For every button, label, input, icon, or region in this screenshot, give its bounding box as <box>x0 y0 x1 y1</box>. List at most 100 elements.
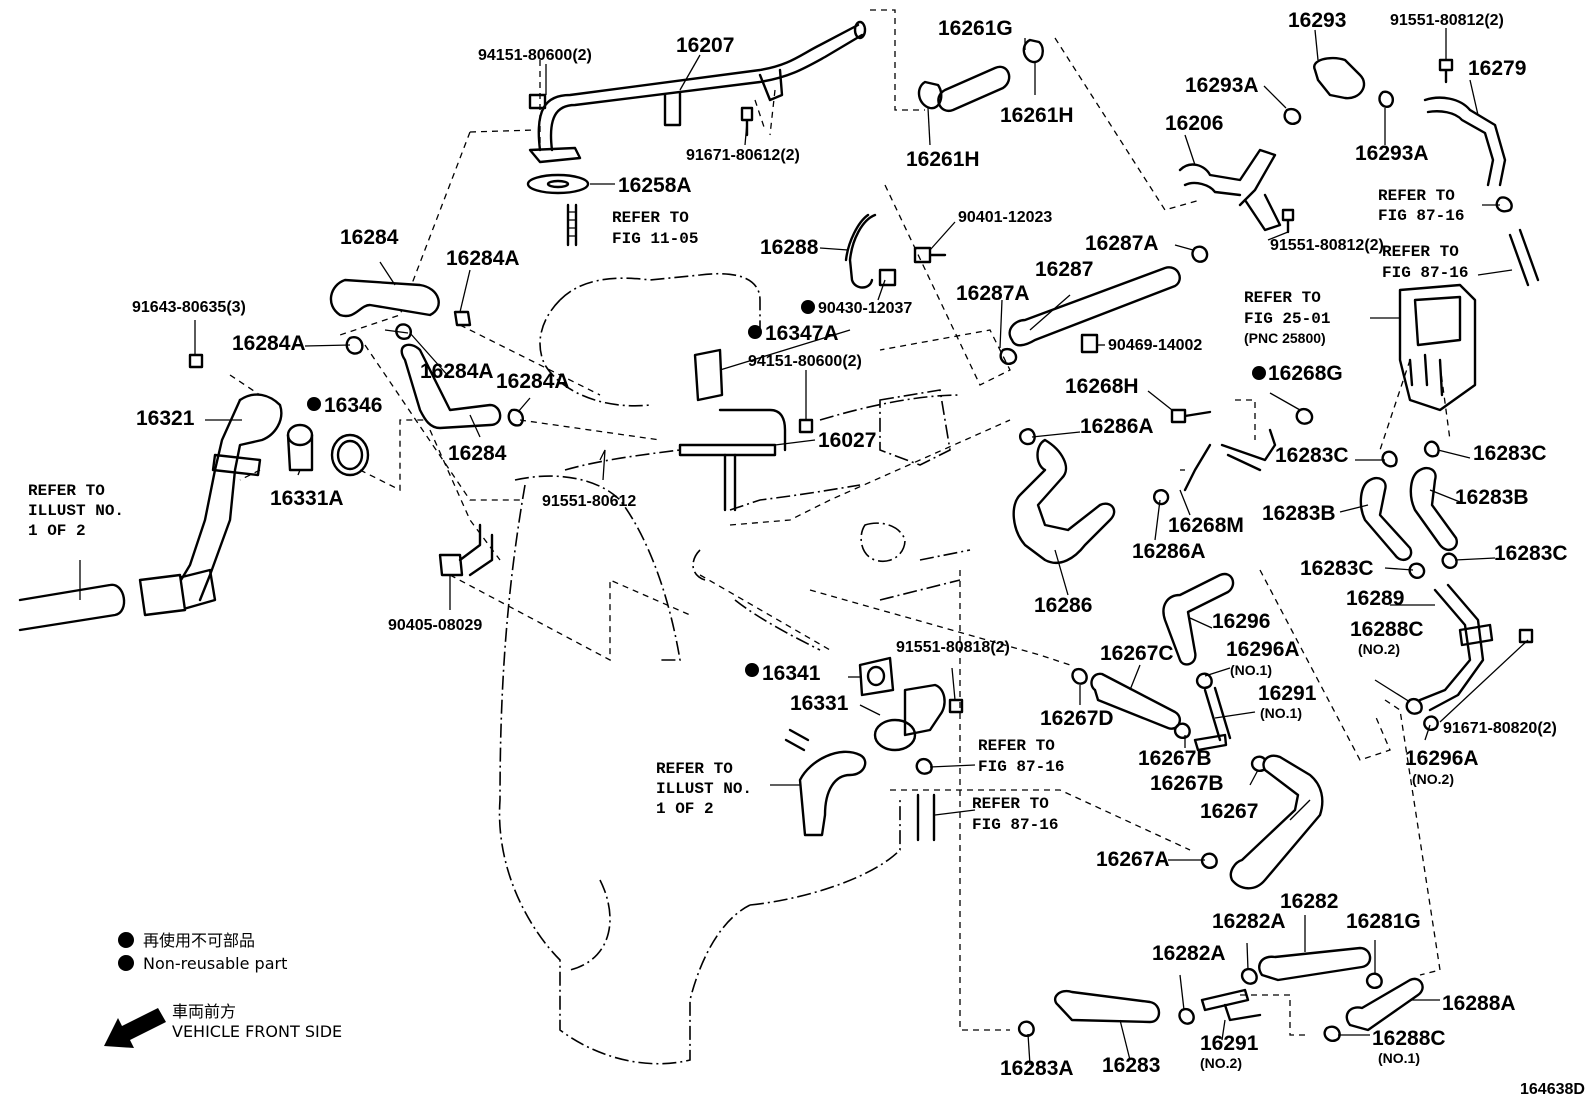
label-16284A-top: 16284A <box>446 247 520 270</box>
label-16258A: 16258A <box>618 174 692 197</box>
label-16347A: 16347A <box>765 322 839 345</box>
front-arrow-icon <box>104 1008 166 1048</box>
refer-illust-left-line2: ILLUST NO. <box>28 502 124 520</box>
label-16331A: 16331A <box>270 487 344 510</box>
label-no1-16291: (NO.1) <box>1260 705 1302 721</box>
part-labels: 16207 94151-80600(2) 91671-80612(2) 1625… <box>28 9 1585 1098</box>
label-91551-80818: 91551-80818(2) <box>896 639 1010 656</box>
label-16283B-left: 16283B <box>1262 502 1336 525</box>
label-16287: 16287 <box>1035 258 1093 281</box>
refer-fig-87-16-d-line2: FIG 87-16 <box>972 816 1058 834</box>
refer-fig-11-05-line2: FIG 11-05 <box>612 230 698 248</box>
label-94151-80600-top: 94151-80600(2) <box>478 47 592 64</box>
refer-fig-11-05-line1: REFER TO <box>612 209 689 227</box>
label-16283B-right: 16283B <box>1455 486 1529 509</box>
label-16267C: 16267C <box>1100 642 1174 665</box>
label-16321: 16321 <box>136 407 195 430</box>
label-16287A-left: 16287A <box>956 282 1030 305</box>
label-16267: 16267 <box>1200 800 1258 823</box>
refer-fig-87-16-c-line1: REFER TO <box>978 737 1055 755</box>
label-16283C-upper-right: 16283C <box>1473 442 1547 465</box>
direction-text-jp: 車両前方 <box>172 1002 236 1021</box>
label-16288C-no1: 16288C <box>1372 1027 1446 1050</box>
refer-fig-87-16-d-line1: REFER TO <box>972 795 1049 813</box>
label-16284-upper: 16284 <box>340 226 399 249</box>
refer-illust-right-line2: ILLUST NO. <box>656 780 752 798</box>
label-16261G: 16261G <box>938 17 1013 40</box>
label-16283: 16283 <box>1102 1054 1160 1077</box>
label-16288A: 16288A <box>1442 992 1516 1015</box>
label-16281G: 16281G <box>1346 910 1421 933</box>
label-no1-16288C: (NO.1) <box>1378 1050 1420 1066</box>
label-16268G: 16268G <box>1268 362 1343 385</box>
label-16207: 16207 <box>676 34 734 57</box>
label-90401-12023: 90401-12023 <box>958 209 1052 226</box>
label-94151-80600-mid: 94151-80600(2) <box>748 353 862 370</box>
label-16296A-no1: 16296A <box>1226 638 1300 661</box>
label-16284A-right: 16284A <box>496 370 570 393</box>
label-16284A-left: 16284A <box>232 332 306 355</box>
label-16284-lower: 16284 <box>448 442 507 465</box>
label-91551-80612: 91551-80612 <box>542 493 636 510</box>
label-16293A-upper: 16293A <box>1185 74 1259 97</box>
label-16283C-lower-left: 16283C <box>1300 557 1374 580</box>
label-16286: 16286 <box>1034 594 1092 617</box>
label-90405-08029: 90405-08029 <box>388 617 482 634</box>
label-16288: 16288 <box>760 236 819 259</box>
label-16341: 16341 <box>762 662 821 685</box>
refer-fig-87-16-c-line2: FIG 87-16 <box>978 758 1064 776</box>
refer-fig-87-16-b-line1: REFER TO <box>1382 243 1459 261</box>
label-16291-no2: 16291 <box>1200 1032 1259 1055</box>
label-16283C-upper-left: 16283C <box>1275 444 1349 467</box>
label-16206: 16206 <box>1165 112 1223 135</box>
label-16291-no1: 16291 <box>1258 682 1317 705</box>
label-16267A: 16267A <box>1096 848 1170 871</box>
refer-fig-25-01-line2: FIG 25-01 <box>1244 310 1330 328</box>
pipe-16207 <box>537 23 860 152</box>
label-16027: 16027 <box>818 429 876 452</box>
label-16267B-lower: 16267B <box>1150 772 1224 795</box>
label-16282A-upper: 16282A <box>1212 910 1286 933</box>
label-16284A-mid: 16284A <box>420 360 494 383</box>
label-16296A-no2: 16296A <box>1405 747 1479 770</box>
legend-text-jp: 再使用不可部品 <box>143 931 255 950</box>
label-16282: 16282 <box>1280 890 1338 913</box>
label-16268M: 16268M <box>1168 514 1244 537</box>
label-no2-16296A: (NO.2) <box>1412 771 1454 787</box>
legend-dot-jp <box>118 932 134 948</box>
nonreusable-dot-90430 <box>801 300 815 314</box>
refer-illust-right-line3: 1 OF 2 <box>656 800 714 818</box>
label-16286A-upper: 16286A <box>1080 415 1154 438</box>
label-16293: 16293 <box>1288 9 1346 32</box>
refer-fig-25-01-line1: REFER TO <box>1244 289 1321 307</box>
legend: 再使用不可部品 Non-reusable part 車両前方 VEHICLE F… <box>104 931 342 1048</box>
label-16282A-lower: 16282A <box>1152 942 1226 965</box>
nonreusable-dot-16341 <box>745 663 759 677</box>
label-16268H: 16268H <box>1065 375 1139 398</box>
nonreusable-dot-16268G <box>1252 366 1266 380</box>
label-16267D: 16267D <box>1040 707 1114 730</box>
part-drawings <box>18 20 1540 1042</box>
label-16287A-right: 16287A <box>1085 232 1159 255</box>
refer-fig-25-01-pnc: (PNC 25800) <box>1244 330 1326 346</box>
label-16279: 16279 <box>1468 57 1526 80</box>
label-16289: 16289 <box>1346 587 1404 610</box>
label-16346: 16346 <box>324 394 382 417</box>
legend-dot-en <box>118 955 134 971</box>
engine-block-outline <box>498 272 971 1065</box>
refer-fig-87-16-a-line1: REFER TO <box>1378 187 1455 205</box>
label-no2-16288C: (NO.2) <box>1358 641 1400 657</box>
label-16283C-lower-right: 16283C <box>1494 542 1568 565</box>
label-no2-16291: (NO.2) <box>1200 1055 1242 1071</box>
label-leaders <box>79 28 1529 1066</box>
label-16286A-lower: 16286A <box>1132 540 1206 563</box>
direction-text-en: VEHICLE FRONT SIDE <box>172 1022 342 1041</box>
refer-illust-left-line1: REFER TO <box>28 482 105 500</box>
label-16283A: 16283A <box>1000 1057 1074 1080</box>
refer-fig-87-16-b-line2: FIG 87-16 <box>1382 264 1468 282</box>
label-16261H-left: 16261H <box>906 148 980 171</box>
refer-illust-left-line3: 1 OF 2 <box>28 522 86 540</box>
label-16293A-lower: 16293A <box>1355 142 1429 165</box>
refer-illust-right-line1: REFER TO <box>656 760 733 778</box>
